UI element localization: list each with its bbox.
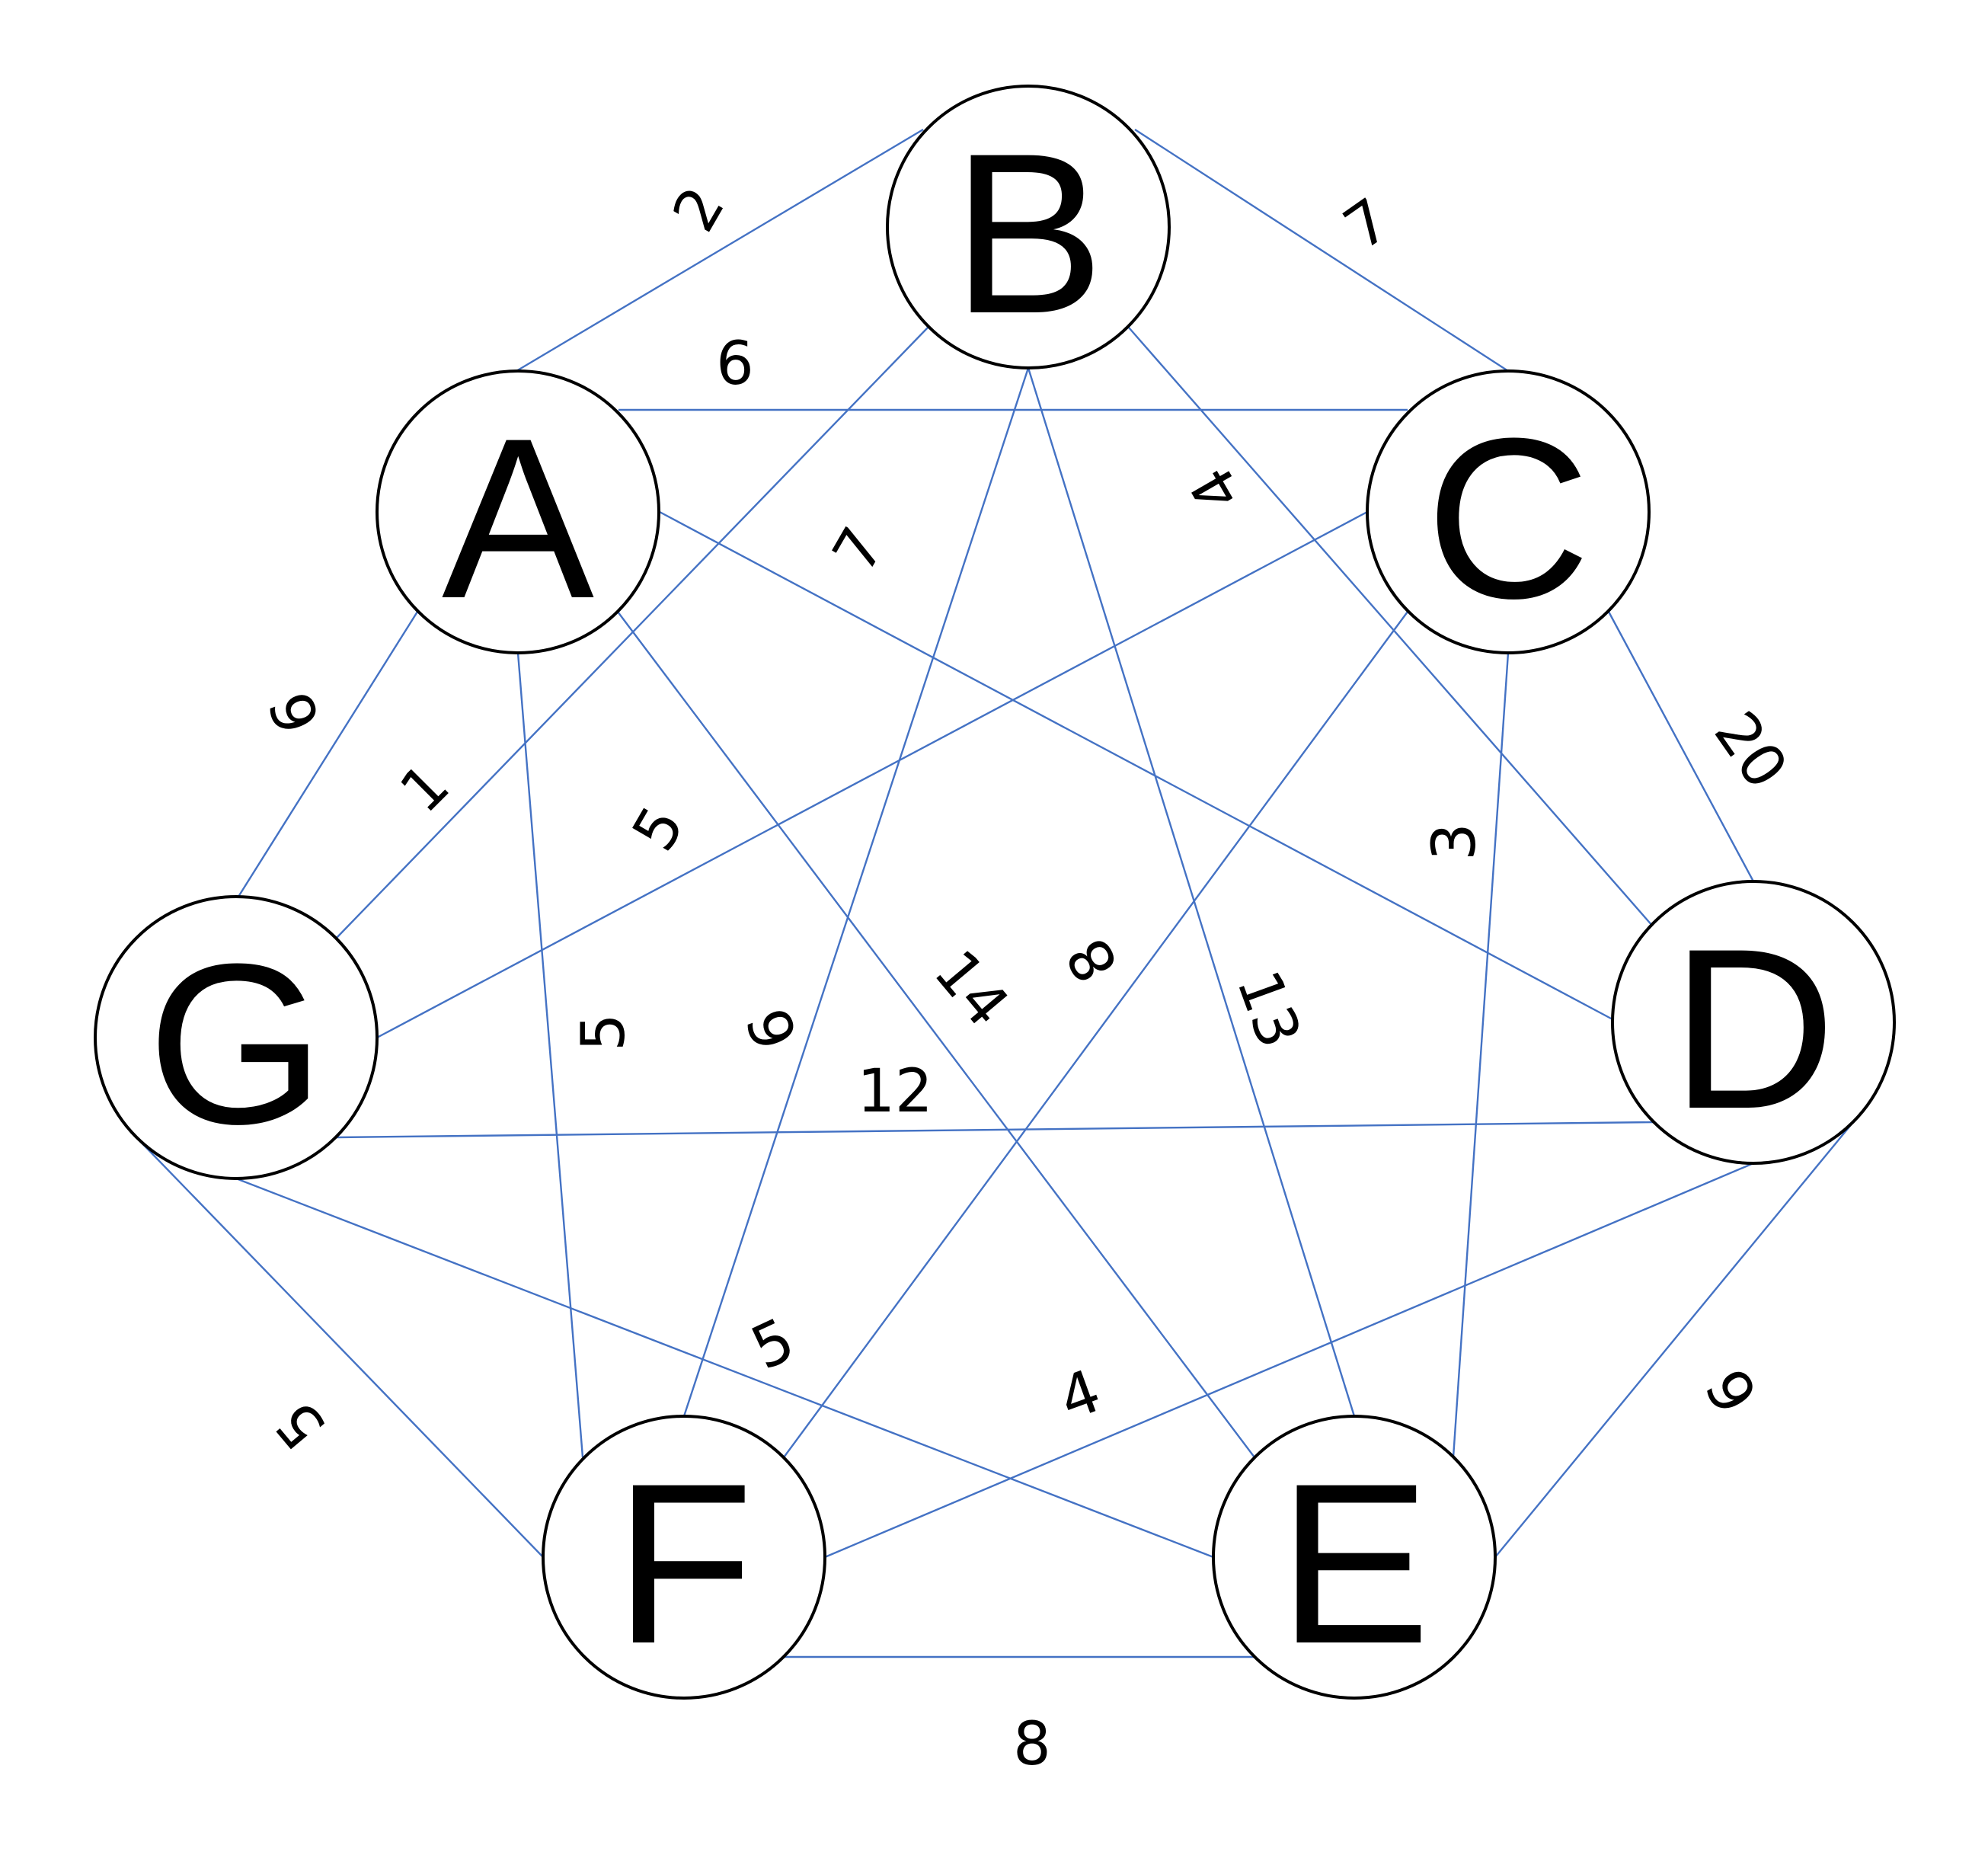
edge-weight-f-e: 8 — [1013, 1710, 1051, 1779]
edge-weight-g-e: 5 — [741, 1306, 804, 1384]
edge-weight-a-f: 5 — [570, 1013, 638, 1051]
node-label-g: G — [147, 916, 324, 1172]
edge-weight-c-d: 20 — [1701, 700, 1801, 801]
edge-a-d — [659, 510, 1613, 1021]
edge-weight-b-d: 4 — [1178, 456, 1256, 523]
edge-g-d — [335, 1121, 1654, 1139]
node-circle-c — [1366, 369, 1651, 654]
node-circle-a — [376, 369, 660, 654]
edge-weight-d-e: 6 — [1694, 1357, 1772, 1424]
edge-weight-b-c: 7 — [1332, 186, 1402, 264]
node-label-c: C — [1426, 390, 1591, 646]
node-a: A — [376, 369, 660, 654]
edge-g-e — [235, 1177, 1214, 1559]
node-label-b: B — [952, 105, 1104, 361]
node-g: G — [94, 895, 379, 1180]
edge-weight-g-f: 5 — [263, 1388, 340, 1461]
node-label-d: D — [1671, 900, 1836, 1156]
edge-weight-b-g: 1 — [388, 751, 463, 827]
edge-weight-a-g: 6 — [257, 683, 334, 741]
edge-weight-c-f: 8 — [1054, 926, 1133, 993]
node-circle-f — [542, 1415, 826, 1700]
edge-weight-c-g: 5 — [620, 795, 698, 862]
edge-weight-a-d: 7 — [820, 517, 899, 584]
edge-b-c — [1134, 128, 1509, 373]
node-label-a: A — [442, 390, 596, 646]
edge-g-f — [136, 1137, 544, 1558]
node-label-f: F — [614, 1435, 753, 1691]
edge-b-e — [1027, 367, 1356, 1417]
node-label-e: E — [1278, 1435, 1430, 1691]
edge-a-e — [617, 611, 1255, 1458]
edge-weight-d-f: 4 — [1050, 1357, 1109, 1434]
node-circle-d — [1611, 880, 1896, 1165]
node-circle-g — [94, 895, 379, 1180]
edge-c-e — [1452, 652, 1510, 1458]
edge-weight-a-b: 2 — [660, 176, 739, 243]
edge-weight-a-e: 14 — [921, 938, 1022, 1040]
edge-weight-a-c: 6 — [716, 330, 754, 398]
node-b: B — [886, 85, 1171, 369]
edge-weight-g-d: 12 — [857, 1057, 932, 1126]
edges-layer — [136, 128, 1854, 1658]
edge-weight-b-e: 13 — [1223, 962, 1314, 1057]
edge-b-g — [335, 327, 928, 939]
edge-d-e — [1494, 1121, 1854, 1558]
node-circle-b — [886, 85, 1171, 369]
edge-b-f — [682, 367, 1030, 1417]
edge-a-g — [237, 611, 419, 897]
edge-weight-b-f: 6 — [734, 999, 812, 1057]
edge-a-b — [516, 128, 924, 373]
edge-c-d — [1607, 611, 1755, 882]
node-circle-e — [1212, 1415, 1497, 1700]
edge-a-f — [516, 652, 584, 1458]
edge-c-f — [783, 611, 1408, 1458]
edge-b-d — [1128, 327, 1654, 927]
node-d: D — [1611, 880, 1896, 1165]
edge-weight-c-e: 3 — [1421, 823, 1489, 861]
node-c: C — [1366, 369, 1651, 654]
edge-d-f — [824, 1162, 1754, 1559]
node-f: F — [542, 1415, 826, 1700]
node-e: E — [1212, 1415, 1497, 1700]
nodes-layer: A B CD E F G — [94, 85, 1896, 1700]
